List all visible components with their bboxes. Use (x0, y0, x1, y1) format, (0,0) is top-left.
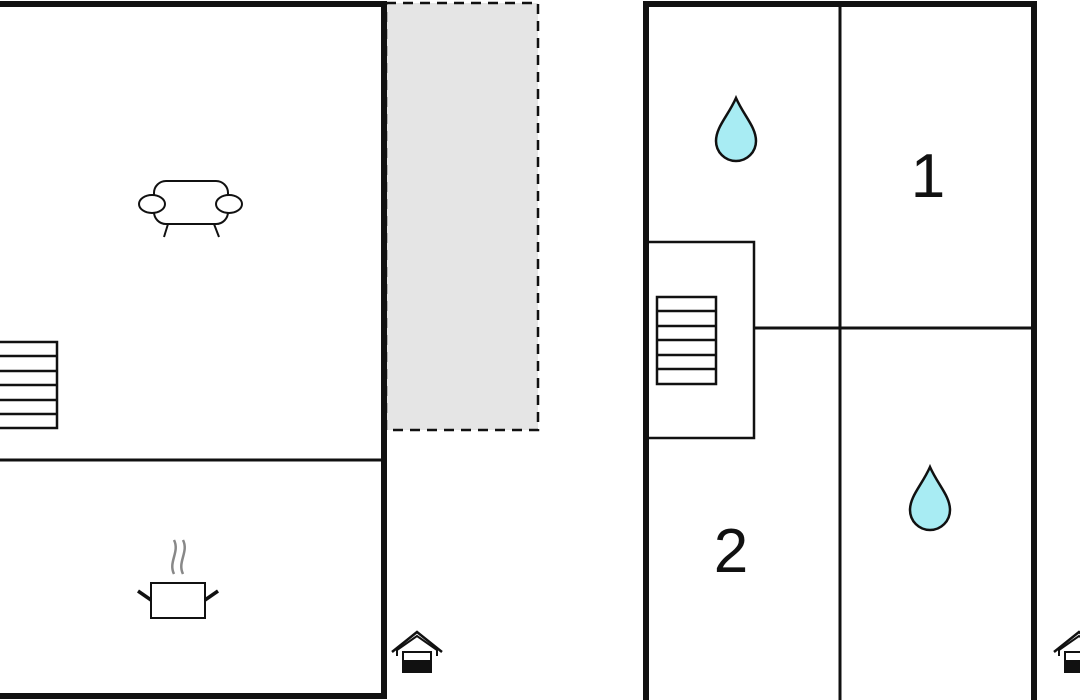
terrace-area (384, 1, 540, 432)
bedroom-2-number: 2 (714, 517, 748, 586)
stair-hall (644, 240, 756, 440)
ground-floor-walls (0, 1, 387, 699)
stairs-icon (655, 295, 718, 386)
ground-floor (0, 1, 540, 699)
bedroom-1-number: 1 (911, 142, 945, 211)
upper-floor: 1 2 (643, 1, 1080, 700)
water-drop-icon (908, 463, 952, 532)
house-entrance-icon (391, 630, 443, 673)
stairs-icon (0, 340, 59, 430)
sofa-icon (138, 180, 243, 238)
water-drop-icon (714, 94, 758, 163)
cooking-pot-icon (137, 539, 219, 619)
house-entrance-icon (1053, 630, 1080, 673)
